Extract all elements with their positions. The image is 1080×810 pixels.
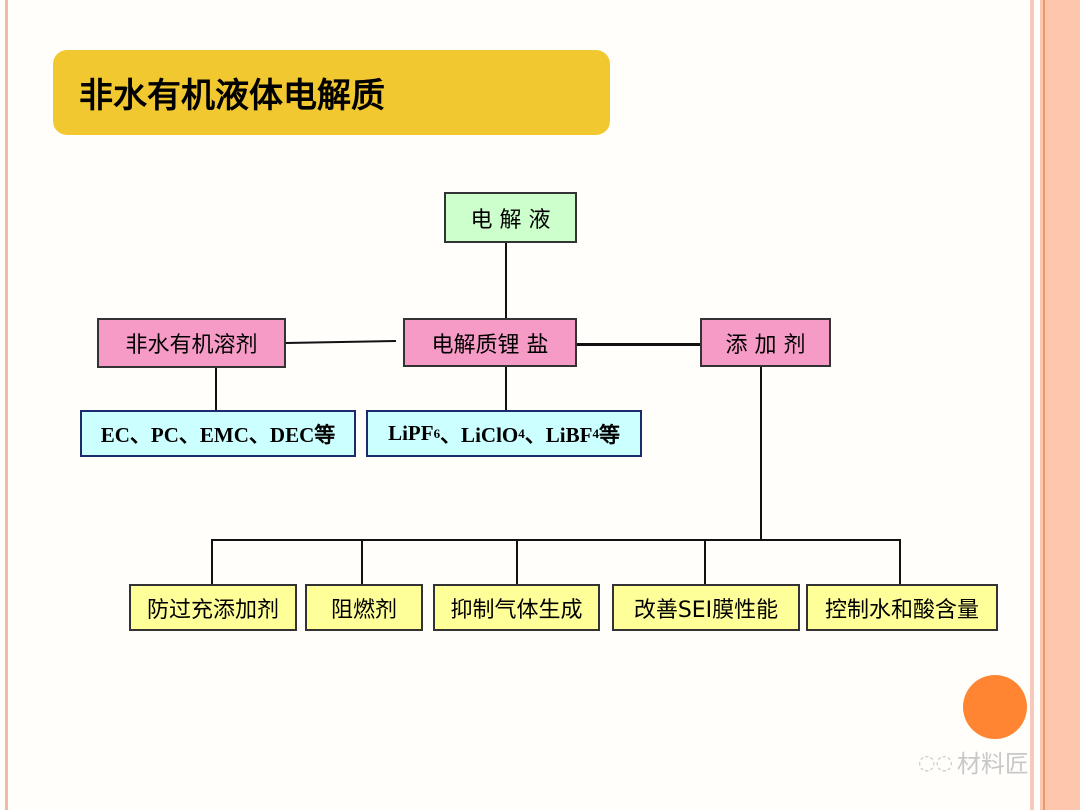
watermark: ◌◌ 材料匠 <box>918 744 1029 779</box>
subscript: 4 <box>592 425 599 441</box>
connector <box>285 340 397 344</box>
node-gas-suppression: 抑制气体生成 <box>433 584 600 631</box>
connector <box>577 343 700 346</box>
node-flame-retardant: 阻燃剂 <box>305 584 423 631</box>
connector <box>704 539 706 584</box>
node-solvent-examples: EC、PC、EMC、DEC等 <box>80 410 356 457</box>
subscript: 4 <box>518 425 525 441</box>
connector <box>215 368 217 410</box>
salt-text: 、LiClO <box>440 422 519 447</box>
connector <box>505 367 507 410</box>
wechat-icon: ◌◌ <box>918 749 953 774</box>
subscript: 6 <box>433 425 441 441</box>
node-overcharge-additive: 防过充添加剂 <box>129 584 297 631</box>
salt-text: LiPF <box>388 421 434 445</box>
right-border-stripe <box>1030 0 1034 810</box>
node-additive: 添 加 剂 <box>700 318 831 367</box>
right-border-stripe <box>1040 0 1080 810</box>
watermark-text: 材料匠 <box>956 750 1029 778</box>
page-title: 非水有机液体电解质 <box>79 76 385 116</box>
connector <box>516 539 518 584</box>
connector <box>361 539 363 584</box>
connector <box>505 243 507 318</box>
connector <box>760 367 762 541</box>
decorative-circle <box>963 675 1027 739</box>
connector <box>211 539 213 584</box>
salt-text: 、LiBF <box>524 422 593 447</box>
title-banner: 非水有机液体电解质 <box>53 50 610 135</box>
connector <box>211 539 901 541</box>
right-border-line <box>1043 0 1045 810</box>
node-water-acid-control: 控制水和酸含量 <box>806 584 998 631</box>
left-border-line <box>5 0 8 810</box>
connector <box>899 539 901 584</box>
node-lithium-salt: 电解质锂 盐 <box>403 318 577 367</box>
node-solvent: 非水有机溶剂 <box>97 318 286 368</box>
node-electrolyte: 电 解 液 <box>444 192 577 243</box>
node-sei-improvement: 改善SEI膜性能 <box>612 584 800 631</box>
salt-text: 等 <box>598 422 620 447</box>
